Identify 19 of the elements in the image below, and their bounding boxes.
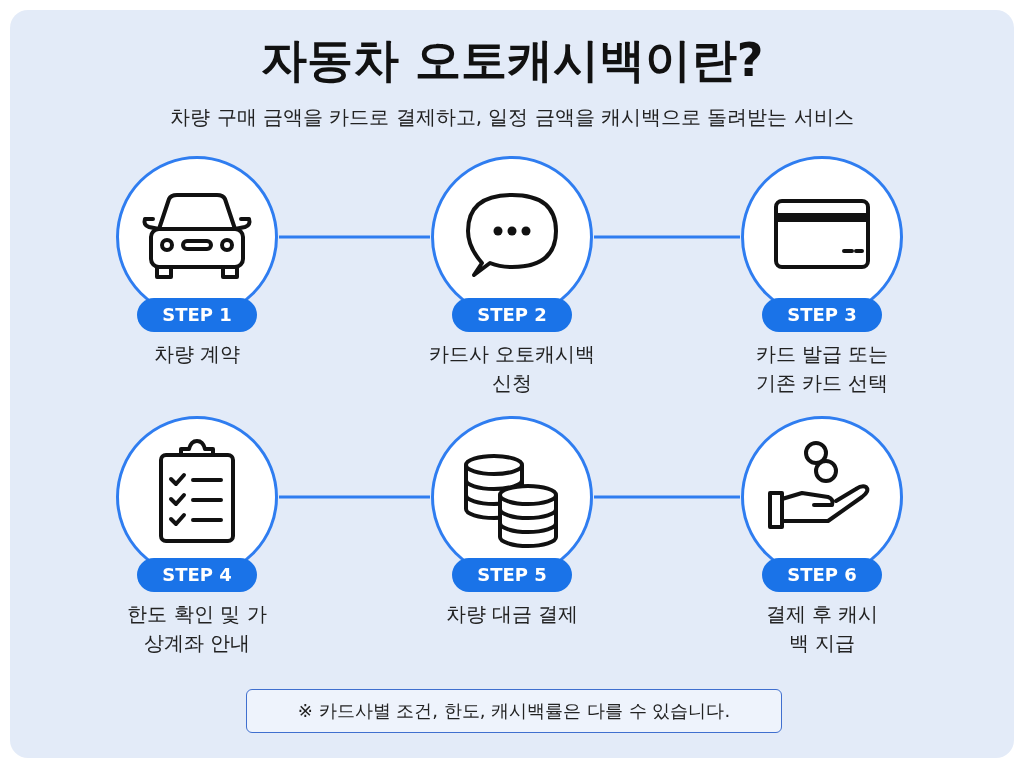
step-badge: STEP 4: [137, 558, 257, 592]
subtitle: 차량 구매 금액을 카드로 결제하고, 일정 금액을 캐시백으로 돌려받는 서비스: [169, 104, 855, 131]
step-badge: STEP 6: [762, 558, 882, 592]
step-caption: 카드사 오토캐시백 신청: [427, 341, 597, 397]
step-badge: STEP 2: [452, 298, 572, 332]
step-caption: 한도 확인 및 가상계좌 안내: [126, 601, 268, 657]
step-caption: 차량 대금 결제: [444, 601, 580, 628]
connector-line: [594, 495, 740, 499]
connector-line: [594, 235, 740, 239]
step-badge: STEP 3: [762, 298, 882, 332]
connector-line: [279, 495, 430, 499]
note-box: ※ 카드사별 조건, 한도, 캐시백률은 다를 수 있습니다.: [246, 689, 782, 733]
connector-line: [279, 235, 430, 239]
step-caption: 차량 계약: [152, 341, 242, 368]
step-badge: STEP 5: [452, 558, 572, 592]
title: 자동차 오토캐시백이란?: [259, 32, 765, 89]
step-caption: 카드 발급 또는 기존 카드 선택: [754, 341, 890, 397]
step-badge: STEP 1: [137, 298, 257, 332]
step-caption: 결제 후 캐시백 지급: [764, 601, 880, 657]
